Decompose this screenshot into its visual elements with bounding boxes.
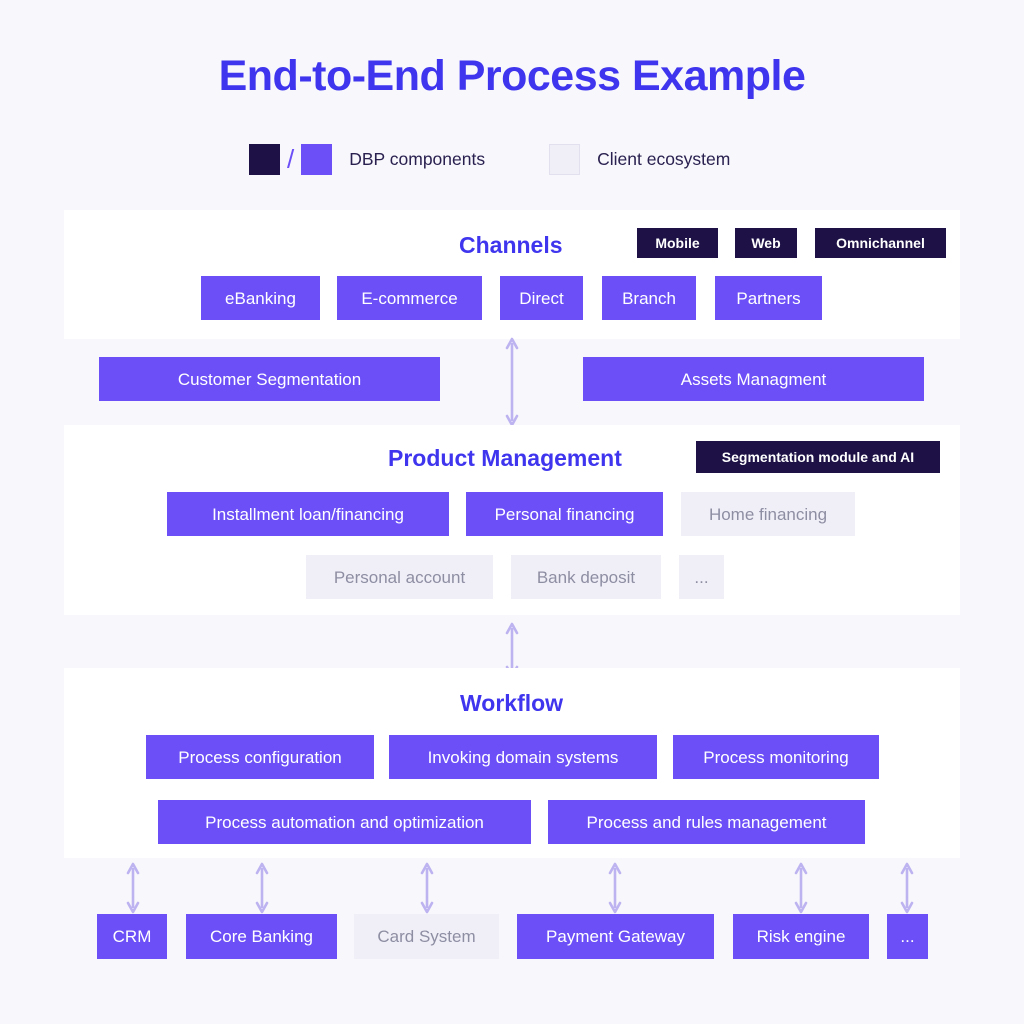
legend-separator: / (287, 143, 295, 174)
system-item-crm[interactable]: CRM (97, 914, 167, 959)
arrow-system-card-system (420, 862, 434, 914)
workflow-heading: Workflow (460, 690, 564, 716)
system-item-card-system[interactable]: Card System (354, 914, 499, 959)
channels-item-partners[interactable]: Partners (715, 276, 822, 320)
band-item-customer-segmentation[interactable]: Customer Segmentation (99, 357, 440, 401)
channels-panel: Channels Mobile Web Omnichannel eBanking… (64, 210, 960, 339)
arrow-system-more (900, 862, 914, 914)
workflow-panel: Workflow Process configuration Invoking … (64, 668, 960, 858)
legend-item-dbp: / DBP components (249, 144, 485, 175)
band-item-assets-management[interactable]: Assets Managment (583, 357, 924, 401)
legend: / DBP components Client ecosystem (249, 144, 730, 175)
product-item-more[interactable]: ... (679, 555, 724, 599)
product-item-personal-financing[interactable]: Personal financing (466, 492, 663, 536)
product-badge-segmentation-module[interactable]: Segmentation module and AI (696, 441, 940, 473)
workflow-item-process-configuration[interactable]: Process configuration (146, 735, 374, 779)
system-item-payment-gateway[interactable]: Payment Gateway (517, 914, 714, 959)
workflow-item-process-automation[interactable]: Process automation and optimization (158, 800, 531, 844)
channels-item-branch[interactable]: Branch (602, 276, 696, 320)
channels-badge-mobile[interactable]: Mobile (637, 228, 718, 258)
channels-badge-web[interactable]: Web (735, 228, 797, 258)
workflow-item-invoking-domain-systems[interactable]: Invoking domain systems (389, 735, 657, 779)
channels-item-ecommerce[interactable]: E-commerce (337, 276, 482, 320)
workflow-item-process-rules-management[interactable]: Process and rules management (548, 800, 865, 844)
system-item-core-banking[interactable]: Core Banking (186, 914, 337, 959)
legend-swatch-dark-icon (249, 144, 280, 175)
arrow-system-core-banking (255, 862, 269, 914)
page-title: End-to-End Process Example (218, 52, 806, 100)
system-item-risk-engine[interactable]: Risk engine (733, 914, 869, 959)
channels-item-direct[interactable]: Direct (500, 276, 583, 320)
legend-label-client: Client ecosystem (597, 149, 731, 169)
system-item-more[interactable]: ... (887, 914, 928, 959)
arrow-system-payment-gateway (608, 862, 622, 914)
product-item-bank-deposit[interactable]: Bank deposit (511, 555, 661, 599)
channels-item-ebanking[interactable]: eBanking (201, 276, 320, 320)
product-management-heading: Product Management (388, 445, 622, 471)
product-item-home-financing[interactable]: Home financing (681, 492, 855, 536)
legend-swatch-purple-icon (301, 144, 333, 175)
arrow-system-crm (126, 862, 140, 914)
legend-item-client: Client ecosystem (549, 144, 730, 175)
arrow-channels-product (505, 337, 519, 427)
channels-heading: Channels (459, 232, 563, 258)
product-item-personal-account[interactable]: Personal account (306, 555, 493, 599)
product-item-installment-loan[interactable]: Installment loan/financing (167, 492, 449, 536)
legend-label-dbp: DBP components (349, 149, 486, 169)
product-management-panel: Product Management Segmentation module a… (64, 425, 960, 615)
workflow-item-process-monitoring[interactable]: Process monitoring (673, 735, 879, 779)
legend-swatch-light-icon (549, 144, 581, 175)
channels-badge-omnichannel[interactable]: Omnichannel (815, 228, 946, 258)
arrow-system-risk-engine (794, 862, 808, 914)
middle-band: Customer Segmentation Assets Managment (64, 339, 960, 425)
